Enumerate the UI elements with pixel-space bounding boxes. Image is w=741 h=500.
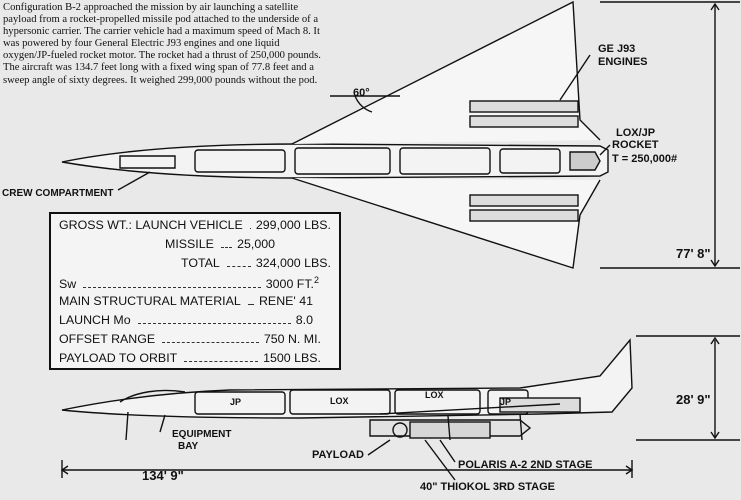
spec-value: 25,000 (237, 237, 275, 251)
spec-row-total: TOTAL 324,000 LBS. (59, 256, 331, 275)
engines-label-2: ENGINES (598, 56, 648, 68)
spec-label: MAIN STRUCTURAL MATERIAL (59, 294, 241, 308)
specifications-table: GROSS WT.: LAUNCH VEHICLE 299,000 LBS. M… (49, 212, 341, 370)
height-dimension-label: 28' 9" (676, 392, 711, 407)
crew-compartment-label: CREW COMPARTMENT (2, 188, 113, 199)
nacelle-lower-2 (469, 209, 579, 222)
spec-row-material: MAIN STRUCTURAL MATERIAL RENE' 41 (59, 294, 331, 313)
spec-label: PAYLOAD TO ORBIT (59, 351, 178, 365)
sweep-angle-label: 60° (353, 87, 370, 99)
spec-row-offset-range: OFFSET RANGE 750 N. MI. (59, 332, 331, 351)
spec-label: Sw (59, 277, 77, 292)
polaris-stage-label: POLARIS A-2 2ND STAGE (458, 459, 592, 471)
lox-tank-label-2: LOX (425, 390, 444, 400)
span-dimension-label: 77' 8" (676, 246, 711, 261)
spec-row-wing-area: Sw 3000 FT.2 (59, 275, 331, 294)
thrust-label: T = 250,000# (612, 153, 677, 165)
nacelle-lower-1 (469, 194, 579, 207)
spec-row-missile: MISSILE 25,000 (59, 237, 331, 256)
jp-tank-label-1: JP (230, 397, 241, 407)
nacelle-upper-2 (469, 115, 579, 128)
spec-value: 3000 FT.2 (265, 275, 319, 292)
fuselage-plan-outline (61, 143, 609, 179)
payload-label: PAYLOAD (312, 449, 364, 461)
length-dimension-label: 134' 9" (142, 468, 184, 483)
spec-label: LAUNCH Mo (59, 313, 131, 327)
nacelle-upper-1 (469, 100, 579, 113)
spec-value: 8.0 (295, 313, 313, 327)
equipment-bay-label-1: EQUIPMENT (172, 429, 231, 440)
fuselage-side-outline (61, 338, 633, 419)
spec-row-payload-to-orbit: PAYLOAD TO ORBIT 1500 LBS. (59, 351, 331, 370)
spec-label: GROSS WT.: LAUNCH VEHICLE (59, 218, 243, 232)
thiokol-stage-label: 40" THIOKOL 3RD STAGE (420, 481, 555, 493)
configuration-caption: Configuration B-2 approached the mission… (3, 2, 321, 86)
spec-label: OFFSET RANGE (59, 332, 156, 346)
spec-value: RENE' 41 (258, 294, 313, 308)
spec-label: TOTAL (181, 256, 220, 270)
spec-value: 324,000 LBS. (255, 256, 331, 270)
spec-value: 1500 LBS. (263, 351, 321, 365)
spec-row-gross-weight: GROSS WT.: LAUNCH VEHICLE 299,000 LBS. (59, 218, 331, 237)
equipment-bay-label-2: BAY (178, 441, 199, 452)
spec-row-launch-mach: LAUNCH Mo 8.0 (59, 313, 331, 332)
rocket-label-2: ROCKET (612, 139, 659, 151)
engines-label-1: GE J93 (598, 43, 635, 55)
spec-value: 750 N. MI. (263, 332, 321, 346)
spec-label: MISSILE (165, 237, 214, 251)
spec-value: 299,000 LBS. (255, 218, 331, 232)
jp-tank-label-2: JP (500, 397, 511, 407)
lox-tank-label-1: LOX (330, 396, 349, 406)
rocket-label-1: LOX/JP (616, 127, 655, 139)
